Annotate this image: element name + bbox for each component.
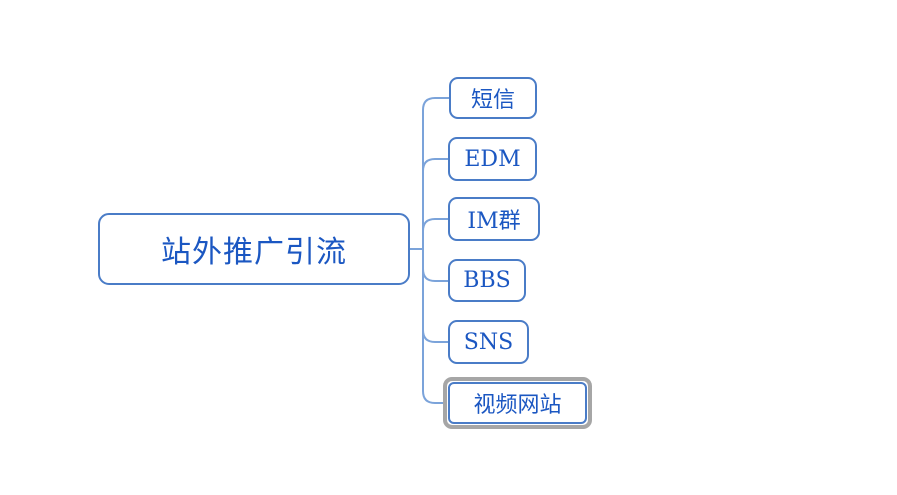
child-topic-edm[interactable]: EDM [448, 137, 537, 181]
child-topic-label: EDM [464, 146, 521, 172]
connector-branch-edm [422, 158, 448, 249]
child-topic-im-group[interactable]: IM群 [448, 197, 540, 241]
child-topic-bbs[interactable]: BBS [448, 259, 526, 302]
connector-branch-bbs [422, 249, 448, 282]
child-topic-label: 视频网站 [473, 393, 562, 418]
connector-branch-sns [422, 249, 448, 343]
child-topic-label: BBS [463, 268, 511, 293]
root-topic-label: 站外推广引流 [161, 235, 347, 270]
connector-branch-video [422, 249, 443, 404]
child-topic-label: SNS [463, 329, 514, 355]
child-topic-sns[interactable]: SNS [448, 320, 529, 364]
selection-border: 视频网站 [443, 377, 592, 429]
root-topic-node[interactable]: 站外推广引流 [98, 213, 410, 285]
connector-branch-sms [422, 97, 449, 249]
child-topic-sms[interactable]: 短信 [449, 77, 537, 119]
child-topic-video-site-selected[interactable]: 视频网站 [448, 382, 587, 424]
connector-branch-im [422, 218, 448, 249]
child-topic-label: 短信 [470, 88, 515, 113]
child-topic-label: IM群 [467, 209, 521, 234]
